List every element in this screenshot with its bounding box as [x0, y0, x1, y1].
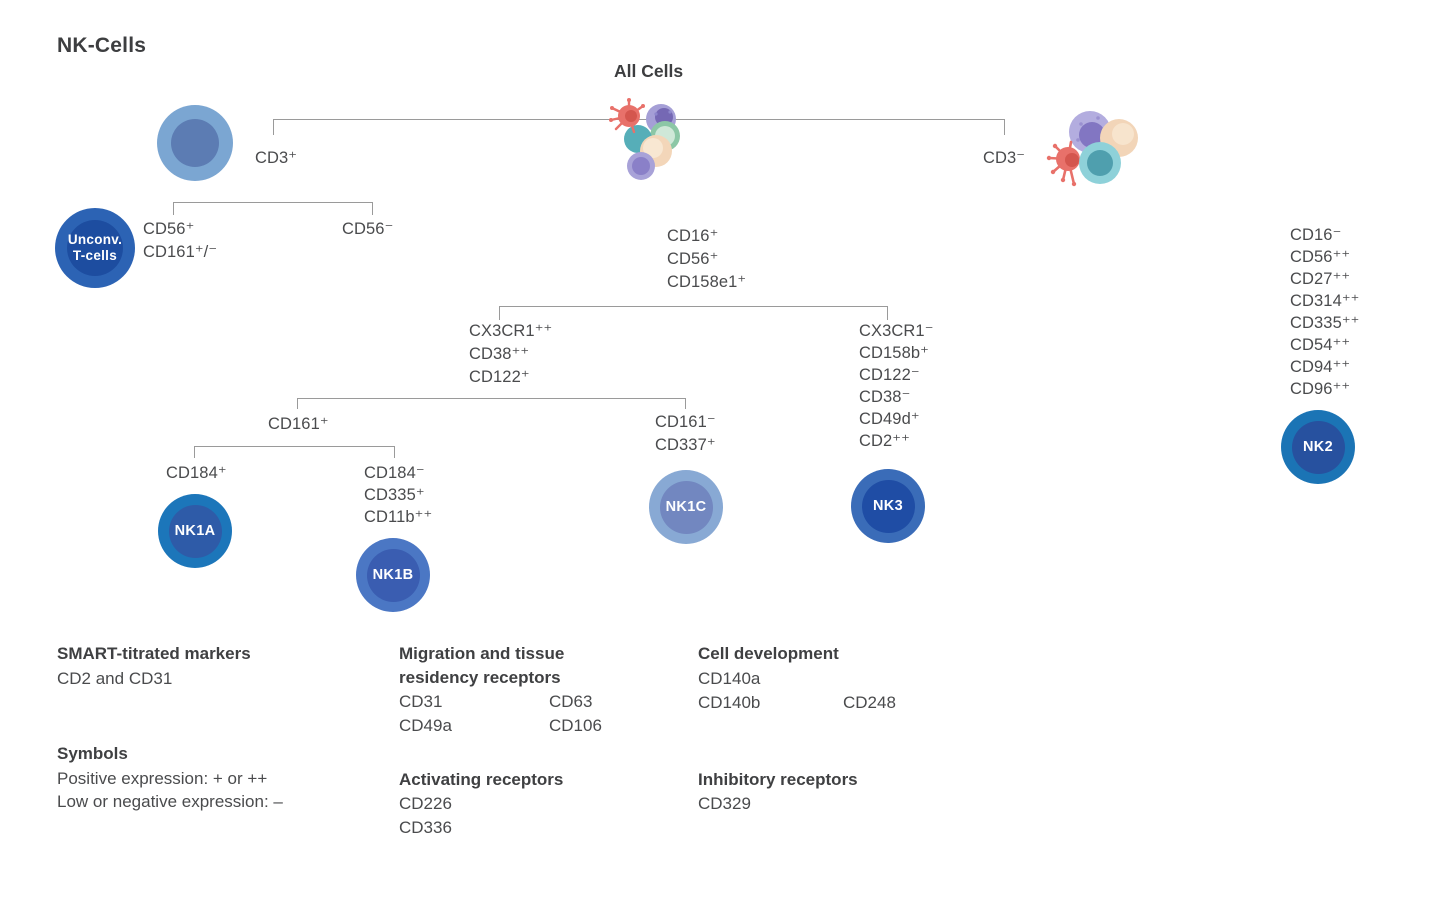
bracket-cd161pos-split — [194, 446, 395, 458]
bracket-cd3pos-split — [173, 202, 373, 215]
node-nk1b: NK1B — [356, 538, 430, 612]
bracket-cd16pos-split — [499, 306, 888, 320]
marker-cd161pos: CD161⁺ — [268, 415, 329, 433]
legend-migration-col2: CD63 CD106 — [549, 692, 602, 735]
bracket-cx3cr1pos-split — [297, 398, 686, 409]
marker-cd161neg: CD161⁻ CD337⁺ — [655, 413, 716, 454]
legend-celldev-col1: CD140a CD140b — [698, 669, 761, 712]
node-nk1b-label: NK1B — [372, 567, 414, 583]
legend-celldev-col2: CD248 — [843, 693, 896, 712]
node-unconv-t-cells: Unconv. T-cells — [55, 208, 135, 288]
marker-cd184pos: CD184⁺ — [166, 464, 227, 482]
legend-inhibitory-body: CD329 — [698, 794, 751, 813]
root-label: All Cells — [614, 61, 684, 81]
cd3pos-cell-illustration — [157, 105, 233, 181]
legend-symbols-line2: Low or negative expression: – — [57, 792, 283, 811]
node-nk2-label: NK2 — [1303, 439, 1333, 455]
marker-cx3cr1pos: CX3CR1⁺⁺ CD38⁺⁺ CD122⁺ — [469, 322, 553, 386]
legend-smart-title: SMART-titrated markers — [57, 644, 251, 663]
page-title: NK-Cells — [57, 34, 147, 57]
node-nk3: NK3 — [851, 469, 925, 543]
marker-cd3neg: CD3⁻ — [983, 149, 1026, 167]
marker-cd56neg: CD56⁻ — [342, 220, 394, 238]
node-nk2: NK2 — [1281, 410, 1355, 484]
node-unconv-label: Unconv. T-cells — [67, 232, 123, 263]
marker-cd56pos: CD56⁺ CD161⁺/⁻ — [143, 220, 218, 261]
cd3neg-cells-illustration — [1046, 111, 1138, 187]
legend-celldev-title: Cell development — [698, 644, 839, 663]
legend-activating-title: Activating receptors — [399, 770, 564, 789]
legend-activating-body: CD226 CD336 — [399, 794, 452, 837]
node-nk1a: NK1A — [158, 494, 232, 568]
legend-migration-title: Migration and tissue residency receptors — [399, 644, 565, 687]
node-nk1a-label: NK1A — [174, 523, 216, 539]
node-nk3-label: NK3 — [873, 498, 903, 514]
marker-cd184neg: CD184⁻ CD335⁺ CD11b⁺⁺ — [364, 464, 433, 526]
marker-cx3cr1neg: CX3CR1⁻ CD158b⁺ CD122⁻ CD38⁻ CD49d⁺ CD2⁺… — [859, 322, 934, 450]
legend-smart-body: CD2 and CD31 — [57, 669, 173, 688]
marker-cd3pos: CD3⁺ — [255, 149, 298, 167]
legend-migration-col1: CD31 CD49a — [399, 692, 452, 735]
node-nk1c: NK1C — [649, 470, 723, 544]
legend-symbols-title: Symbols — [57, 744, 128, 763]
legend-symbols-line1: Positive expression: + or ++ — [57, 769, 268, 788]
legend-inhibitory-title: Inhibitory receptors — [698, 770, 858, 789]
marker-cd16pos: CD16⁺ CD56⁺ CD158e1⁺ — [667, 227, 747, 291]
node-nk1c-label: NK1C — [665, 499, 707, 515]
marker-cd16neg: CD16⁻ CD56⁺⁺ CD27⁺⁺ CD314⁺⁺ CD335⁺⁺ CD54… — [1290, 226, 1360, 398]
all-cells-illustration — [609, 98, 680, 180]
